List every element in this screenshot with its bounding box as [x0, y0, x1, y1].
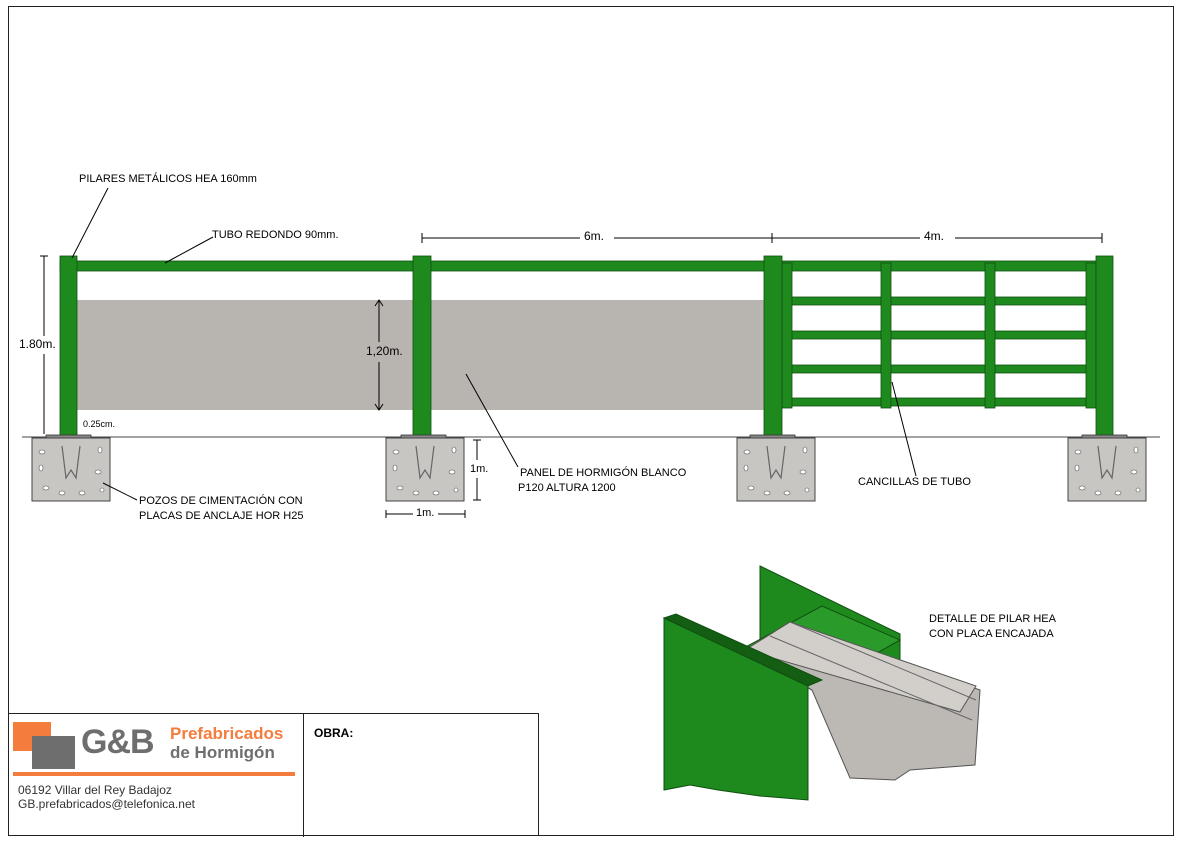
logo-line1: Prefabricados: [170, 724, 284, 743]
logo-grey-square: [32, 736, 75, 769]
company-email: GB.prefabricados@telefonica.net: [18, 797, 195, 811]
label-pozos-line1: POZOS DE CIMENTACIÓN CON: [139, 495, 303, 507]
steel-pillars: [59, 255, 1114, 438]
label-tubo: TUBO REDONDO 90mm.: [212, 229, 339, 241]
label-span-6m: 6m.: [584, 229, 605, 243]
title-block: G&B Prefabricados de Hormigón 06192 Vill…: [8, 713, 539, 837]
logo-underline: [13, 772, 295, 776]
label-width-1m: 1m.: [416, 507, 435, 519]
footing-details: [38, 445, 1141, 496]
gate-rails: [781, 296, 1097, 407]
logo-line2: de Hormigón: [170, 743, 275, 762]
label-gap-025: 0.25cm.: [83, 419, 116, 429]
label-cancillas: CANCILLAS DE TUBO: [858, 476, 971, 488]
top-rail: [59, 260, 1111, 272]
label-panel-line1: PANEL DE HORMIGÓN BLANCO: [520, 467, 687, 479]
logo-letters: G&B: [81, 723, 155, 761]
label-pozos-line2: PLACAS DE ANCLAJE HOR H25: [139, 510, 304, 522]
label-depth-1m: 1m.: [470, 463, 489, 475]
drawing-frame: [8, 6, 1174, 836]
label-pilares: PILARES METÁLICOS HEA 160mm: [79, 173, 257, 185]
dimension-lines: [40, 233, 1103, 518]
title-block-divider: [303, 714, 304, 837]
pillar-detail-3d: [662, 565, 981, 801]
label-height-120: 1,20m.: [366, 344, 403, 358]
label-span-4m: 4m.: [924, 229, 945, 243]
label-detalle-line1: DETALLE DE PILAR HEA: [929, 613, 1056, 625]
gate-verticals: [781, 262, 1097, 409]
leader-lines: [71, 187, 917, 501]
label-detalle-line2: CON PLACA ENCAJADA: [929, 628, 1054, 640]
label-panel-line2: P120 ALTURA 1200: [518, 482, 616, 494]
company-address: 06192 Villar del Rey Badajoz: [18, 783, 172, 797]
label-height-180: 1.80m.: [19, 337, 56, 351]
obra-label: OBRA:: [314, 726, 354, 740]
